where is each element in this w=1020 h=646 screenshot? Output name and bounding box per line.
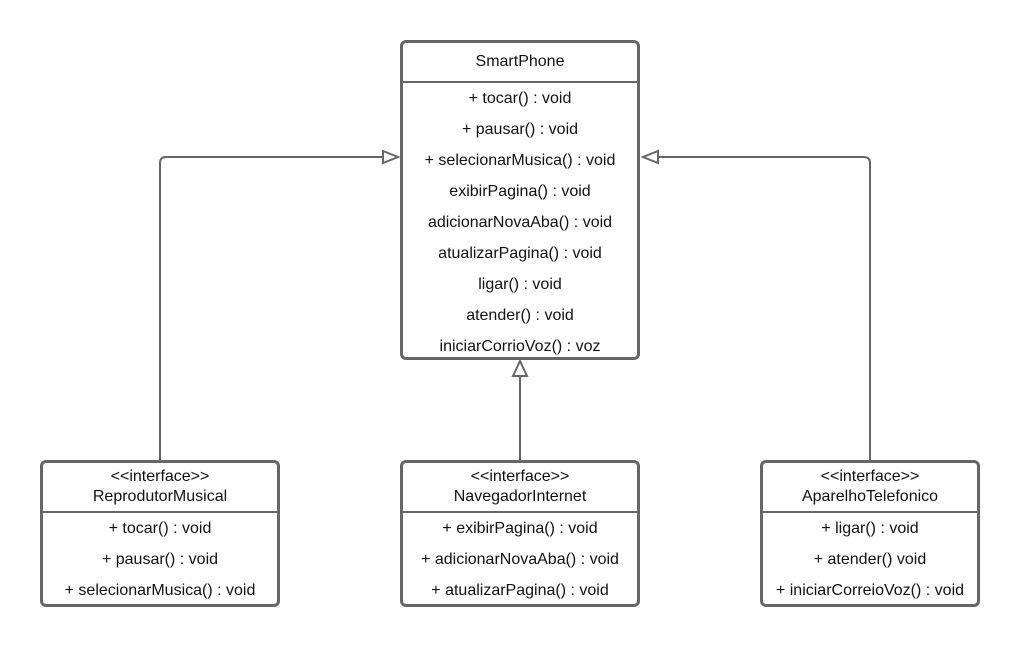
method-item: + tocar() : void [108,520,212,537]
method-item: + ligar() : void [821,520,919,537]
interface-stereotype: <<interface>> [470,468,570,485]
interface-name: NavegadorInternet [453,488,587,505]
interface-name: ReprodutorMusical [92,488,228,505]
right-arrowhead [640,149,659,165]
method-item: atender() : void [466,307,574,324]
navegador-internet-interface: <<interface>> NavegadorInternet + exibir… [400,460,640,607]
aparelho-telefonico-interface: <<interface>> AparelhoTelefonico + ligar… [760,460,980,607]
method-item: exibirPagina() : void [449,183,591,200]
method-item: + atender() void [813,551,927,568]
method-item: + exibirPagina() : void [442,520,598,537]
smartphone-header: SmartPhone [403,43,637,83]
interface-header: <<interface>> AparelhoTelefonico [763,463,977,513]
reprodutor-musical-interface: <<interface>> ReprodutorMusical + tocar(… [40,460,280,607]
interface-method-list: + exibirPagina() : void + adicionarNovaA… [403,513,637,606]
method-item: + tocar() : void [468,90,572,107]
method-item: atualizarPagina() : void [438,245,602,262]
method-item: ligar() : void [478,276,562,293]
interface-method-list: + tocar() : void + pausar() : void + sel… [43,513,277,606]
interface-name: AparelhoTelefonico [801,488,939,505]
smartphone-class: SmartPhone + tocar() : void + pausar() :… [400,40,640,360]
interface-stereotype: <<interface>> [110,468,210,485]
method-item: adicionarNovaAba() : void [427,214,613,231]
smartphone-name: SmartPhone [475,53,565,70]
method-item: + selecionarMusica() : void [64,582,256,599]
method-item: + pausar() : void [461,121,579,138]
method-item: iniciarCorrioVoz() : voz [439,338,601,355]
right-connector-line [658,156,871,460]
left-arrowhead [382,149,401,165]
interface-stereotype: <<interface>> [820,468,920,485]
left-connector-line [159,156,383,460]
interface-header: <<interface>> NavegadorInternet [403,463,637,513]
method-item: + atualizarPagina() : void [431,582,609,599]
method-item: + adicionarNovaAba() : void [421,551,619,568]
interface-method-list: + ligar() : void + atender() void + inic… [763,513,977,606]
center-arrowhead [511,358,529,377]
method-item: + pausar() : void [101,551,219,568]
method-item: + selecionarMusica() : void [424,152,616,169]
method-item: + iniciarCorreioVoz() : void [775,582,965,599]
interface-header: <<interface>> ReprodutorMusical [43,463,277,513]
smartphone-method-list: + tocar() : void + pausar() : void + sel… [403,83,637,362]
